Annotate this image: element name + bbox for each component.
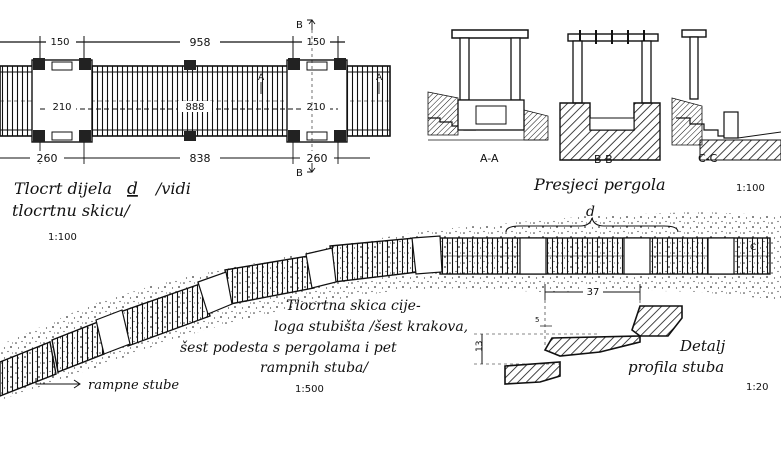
profile-detail: 37 5 13 Detalj profila stuba 1:20 [474, 284, 768, 393]
dim-bottom-left: 260 [37, 152, 58, 165]
landing-right [286, 58, 348, 143]
profile-title-line2: profila stuba [628, 358, 724, 376]
stair-flight-4 [119, 271, 233, 347]
dim-bottom-center: 838 [190, 152, 211, 165]
profile-title-line1: Detalj [679, 337, 726, 355]
profile-tread-lower [504, 361, 561, 385]
top-dimension-line [0, 35, 345, 60]
dim-mid-left: 210 [52, 102, 71, 113]
pergola-sections: A-A B-B C-C Presjeci pergola 1:1 [427, 29, 781, 194]
plan-caption-line2: tlocrtnu skicu/ [12, 201, 131, 220]
profile-tread-middle [543, 335, 641, 357]
section-c-c-label: C-C [698, 152, 718, 165]
profile-dim-height: 13 [475, 341, 485, 352]
post-middle-top [184, 60, 196, 70]
sections-scale: 1:100 [736, 183, 765, 194]
site-scale: 1:500 [295, 384, 324, 395]
plan-caption-line1: Tlocrt dijela [14, 179, 112, 198]
profile-scale: 1:20 [746, 382, 768, 393]
dim-mid-center: 888 [185, 102, 204, 113]
section-a-a-label: A-A [480, 152, 499, 165]
plan-caption-d: d [127, 179, 138, 199]
dim-bottom-right: 260 [307, 152, 328, 165]
segment-d-brace [505, 217, 679, 233]
section-mark-b-bottom: B [296, 168, 303, 179]
segment-c-label: C [750, 243, 756, 253]
ramp-label: rampne stube [88, 378, 179, 393]
post-middle-bottom [184, 131, 196, 141]
dim-top-total: 958 [190, 36, 211, 49]
section-c-c [671, 29, 781, 161]
sections-title: Presjeci pergola [533, 175, 666, 194]
section-b-b-label: B-B [594, 153, 613, 166]
mid-dimension-line [40, 101, 338, 112]
site-plan: d C Tlocrtna skica cije- loga stubišta /… [0, 204, 781, 400]
bottom-dimension-line [0, 142, 370, 164]
site-caption-line1: Tlocrtna skica cije- [286, 298, 421, 314]
stair-flight-2 [329, 235, 443, 283]
dim-top-right: 150 [306, 37, 325, 48]
stair-flight-bottom [0, 341, 57, 397]
profile-dim-small: 5 [535, 316, 539, 324]
ramp-arrow-icon [35, 378, 81, 389]
section-mark-b-top: B [296, 20, 303, 31]
stair-flight-3 [224, 247, 337, 305]
section-mark-a-left: A [258, 73, 265, 83]
stair-flight-top [439, 237, 771, 275]
site-caption-line4: rampnih stuba/ [260, 360, 369, 376]
section-mark-a-right: A [376, 73, 383, 83]
plan-scale: 1:100 [48, 232, 77, 243]
profile-tread-upper [631, 305, 683, 337]
dim-mid-right: 210 [306, 102, 325, 113]
site-caption-line2: loga stubišta /šest krakova, [274, 319, 468, 335]
section-a-a [427, 29, 549, 141]
landing-left [31, 58, 93, 143]
plan-caption-line1-end: /vidi [154, 179, 191, 198]
section-b-b [559, 30, 661, 161]
profile-dim-width: 37 [587, 287, 600, 298]
segment-d-label: d [586, 204, 595, 220]
plan-detail: 150 958 150 [0, 19, 391, 243]
site-caption-line3: šest podesta s pergolama i pet [180, 340, 397, 356]
stair-flight-5 [51, 309, 131, 373]
dim-top-left: 150 [50, 37, 69, 48]
